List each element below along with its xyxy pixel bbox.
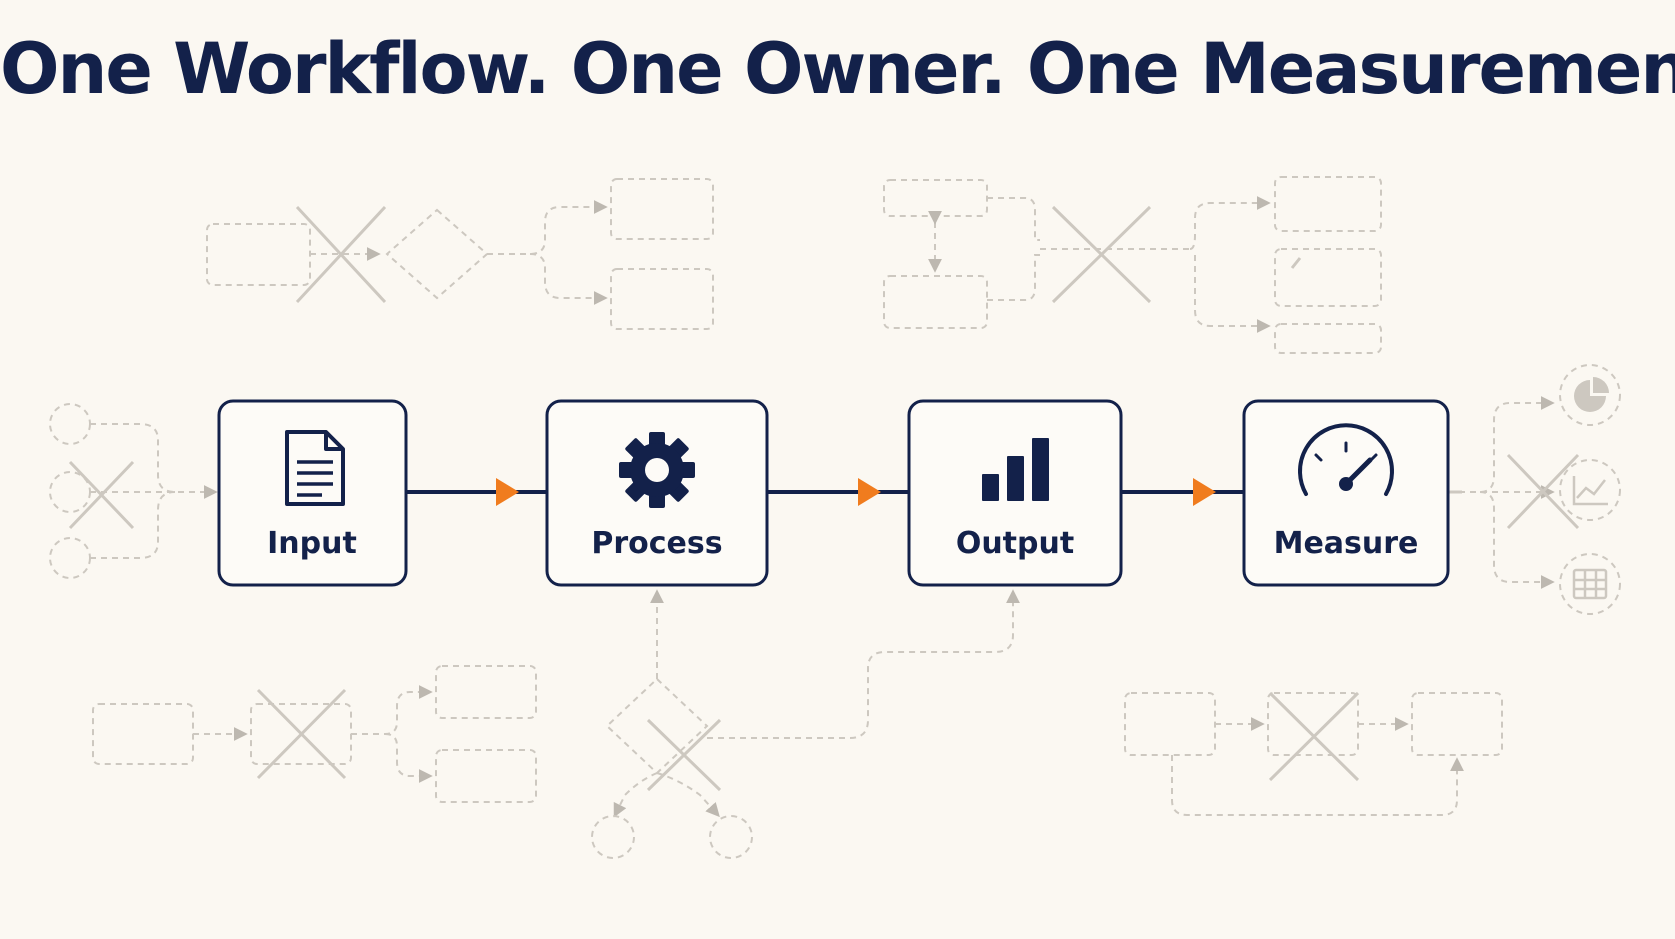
ghost-workflow-bottom-left [92,665,537,803]
ghost-workflow-bottom-right [1124,691,1503,816]
step-input: Input [217,399,408,587]
step-process: Process [545,399,769,587]
step-process-label: Process [591,526,722,561]
line-chart-icon [1572,476,1608,506]
ghost-workflow-top-right [883,176,1382,354]
arrow-process-output [858,478,881,506]
step-measure-label: Measure [1274,526,1419,561]
step-measure-box [1242,399,1450,587]
pie-chart-icon [1574,377,1609,412]
step-measure: Measure [1242,399,1450,587]
arrow-input-process [496,478,519,506]
step-output-label: Output [956,526,1074,561]
ghost-workflow-bottom-center [591,589,1020,859]
ghost-output-branches [1448,364,1621,615]
arrow-output-measure [1193,478,1216,506]
main-flow-connectors [406,478,1462,506]
table-icon [1572,568,1608,600]
document-icon [285,430,345,506]
step-output: Output [907,399,1123,587]
bar-chart-icon [982,438,1049,501]
page-title: One Workflow. One Owner. One Measurement… [0,28,1675,110]
ghost-input-branches [49,403,218,579]
gauge-icon [1298,423,1394,496]
step-input-label: Input [267,526,357,561]
gear-icon [619,432,695,508]
ghost-workflow-top-left [206,178,714,330]
